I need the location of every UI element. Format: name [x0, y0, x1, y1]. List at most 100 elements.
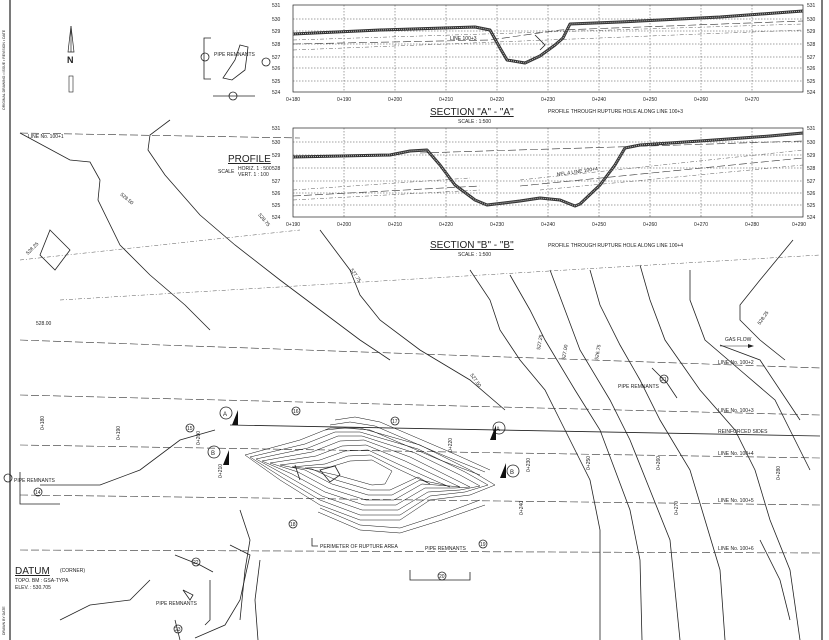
- profile-label: PROFILE SCALE HORIZ. 1 : 500 VERT. 1 : 1…: [218, 154, 272, 178]
- station-label: 0+190: [116, 426, 122, 440]
- contour-label: 528.25: [25, 241, 40, 256]
- x-tick: 0+240: [541, 222, 555, 228]
- y-tick: 527: [272, 55, 281, 61]
- section-a-title: SECTION "A" - "A": [430, 107, 514, 118]
- callout-circle: [261, 57, 271, 67]
- y-tick: 528: [807, 166, 816, 172]
- section-a-scale: SCALE : 1:500: [458, 119, 491, 125]
- line-label: LINE No. 100+5: [718, 498, 754, 504]
- y-tick: 525: [272, 203, 281, 209]
- pipe-remnants-label: PIPE REMNANTS: [214, 52, 256, 58]
- x-tick: 0+220: [439, 222, 453, 228]
- station-labels: 0+180 0+190 0+200 0+210 0+220 0+230 0+24…: [40, 416, 782, 515]
- y-tick: 529: [272, 153, 281, 159]
- section-b-description: PROFILE THROUGH RUPTURE HOLE ALONG LINE …: [548, 243, 683, 249]
- section-b-line-label: NFL 4 LINE 100+4: [556, 166, 598, 178]
- contour-label: 526.75: [594, 344, 603, 360]
- x-tick: 0+200: [337, 222, 351, 228]
- pipe-remnants-label: PIPE REMNANTS: [425, 546, 467, 552]
- section-marker-a: A: [223, 412, 227, 418]
- x-tick: 0+290: [792, 222, 806, 228]
- station-label: 0+240: [519, 501, 525, 515]
- contour-label: 527.00: [561, 344, 570, 360]
- section-marker-b: B: [510, 470, 514, 476]
- y-tick: 524: [272, 90, 281, 96]
- x-tick: 0+250: [592, 222, 606, 228]
- section-b-title: SECTION "B" - "B": [430, 240, 514, 251]
- callout-circle: [200, 52, 210, 62]
- line-label: LINE No. 100+6: [718, 546, 754, 552]
- contour-label: 527.25: [536, 334, 545, 350]
- section-marker-a: A: [496, 427, 500, 433]
- x-tick: 0+220: [490, 97, 504, 103]
- section-marker-b: B: [211, 451, 215, 457]
- pipe-remnants-label: PIPE REMNANTS: [618, 384, 660, 390]
- pipe-remnants-labels: PIPE REMNANTS PIPE REMNANTS PIPE REMNANT…: [14, 384, 660, 626]
- x-tick: 0+260: [643, 222, 657, 228]
- callout-number: 15: [187, 426, 193, 432]
- station-label: 0+210: [218, 464, 224, 478]
- pipe-remnants-detail-top: PIPE REMNANTS: [200, 37, 271, 101]
- y-tick: 530: [272, 140, 281, 146]
- section-a-description: PROFILE THROUGH RUPTURE HOLE ALONG LINE …: [548, 109, 683, 115]
- callouts: 14 15 16 17 18 19 20 21 22 23: [3, 367, 678, 634]
- rupture-crater: [244, 416, 496, 534]
- datum-elev: ELEV. : 530.705: [15, 585, 51, 591]
- section-b-b: NFL 4 LINE 100+4 531 530 529 528 527 526…: [272, 126, 816, 258]
- contour-label: 528.00: [36, 321, 52, 327]
- y-tick: 525: [272, 79, 281, 85]
- section-a-y-right: 531 530 529 528 527 526 525 524: [807, 3, 816, 96]
- callout-number: 23: [175, 627, 181, 633]
- datum-title: DATUM: [15, 566, 50, 577]
- north-arrow-icon: N: [67, 25, 75, 93]
- line-label: LINE No. 100+2: [718, 360, 754, 366]
- station-label: 0+180: [40, 416, 46, 430]
- perimeter-label: PERIMETER OF RUPTURE AREA: [320, 544, 398, 550]
- y-tick: 527: [807, 179, 816, 185]
- x-tick: 0+200: [388, 97, 402, 103]
- datum-subtitle: (CORNER): [60, 568, 85, 574]
- profile-title: PROFILE: [228, 154, 271, 165]
- north-label: N: [67, 55, 74, 65]
- x-tick: 0+270: [745, 97, 759, 103]
- x-tick: 0+180: [286, 97, 300, 103]
- y-tick: 529: [807, 153, 816, 159]
- y-tick: 530: [807, 17, 816, 23]
- section-b-scale: SCALE : 1:500: [458, 252, 491, 258]
- contour-label: 528.75: [256, 212, 271, 228]
- y-tick: 531: [272, 3, 281, 9]
- station-label: 0+220: [448, 438, 454, 452]
- station-label: 0+200: [196, 431, 202, 445]
- y-tick: 530: [272, 17, 281, 23]
- x-tick: 0+230: [490, 222, 504, 228]
- pipe-remnants-label: PIPE REMNANTS: [156, 601, 198, 607]
- plan-survey-lines: LINE No. 100+1 LINE No. 100+2 LINE No. 1…: [19, 132, 821, 554]
- plan-contours: [19, 119, 811, 640]
- station-label: 0+280: [776, 466, 782, 480]
- line-label: LINE No. 100+3: [718, 408, 754, 414]
- station-label: 0+230: [526, 458, 532, 472]
- x-tick: 0+250: [643, 97, 657, 103]
- margin-text-bottom: DRAWN BY DATE: [2, 606, 6, 635]
- y-tick: 529: [272, 29, 281, 35]
- station-label: 0+270: [674, 501, 680, 515]
- contour-label: 527.75: [348, 268, 362, 284]
- x-tick: 0+190: [337, 97, 351, 103]
- section-a-a: LINE 100+3 531 530 529 528 527 526 525 5…: [272, 3, 816, 125]
- contour-label: 528.25: [757, 310, 771, 326]
- section-markers: A A B B: [207, 406, 520, 478]
- y-tick: 526: [807, 191, 816, 197]
- station-label: 0+250: [586, 456, 592, 470]
- x-tick: 0+260: [694, 97, 708, 103]
- y-tick: 524: [807, 90, 816, 96]
- x-tick: 0+210: [439, 97, 453, 103]
- contour-label: 528.50: [119, 192, 135, 207]
- y-tick: 529: [807, 29, 816, 35]
- y-tick: 528: [807, 42, 816, 48]
- profile-scale-label: SCALE: [218, 169, 235, 175]
- callout-number: 20: [439, 574, 445, 580]
- x-tick: 0+280: [745, 222, 759, 228]
- arrow-right-icon: [748, 344, 754, 348]
- y-tick: 526: [807, 66, 816, 72]
